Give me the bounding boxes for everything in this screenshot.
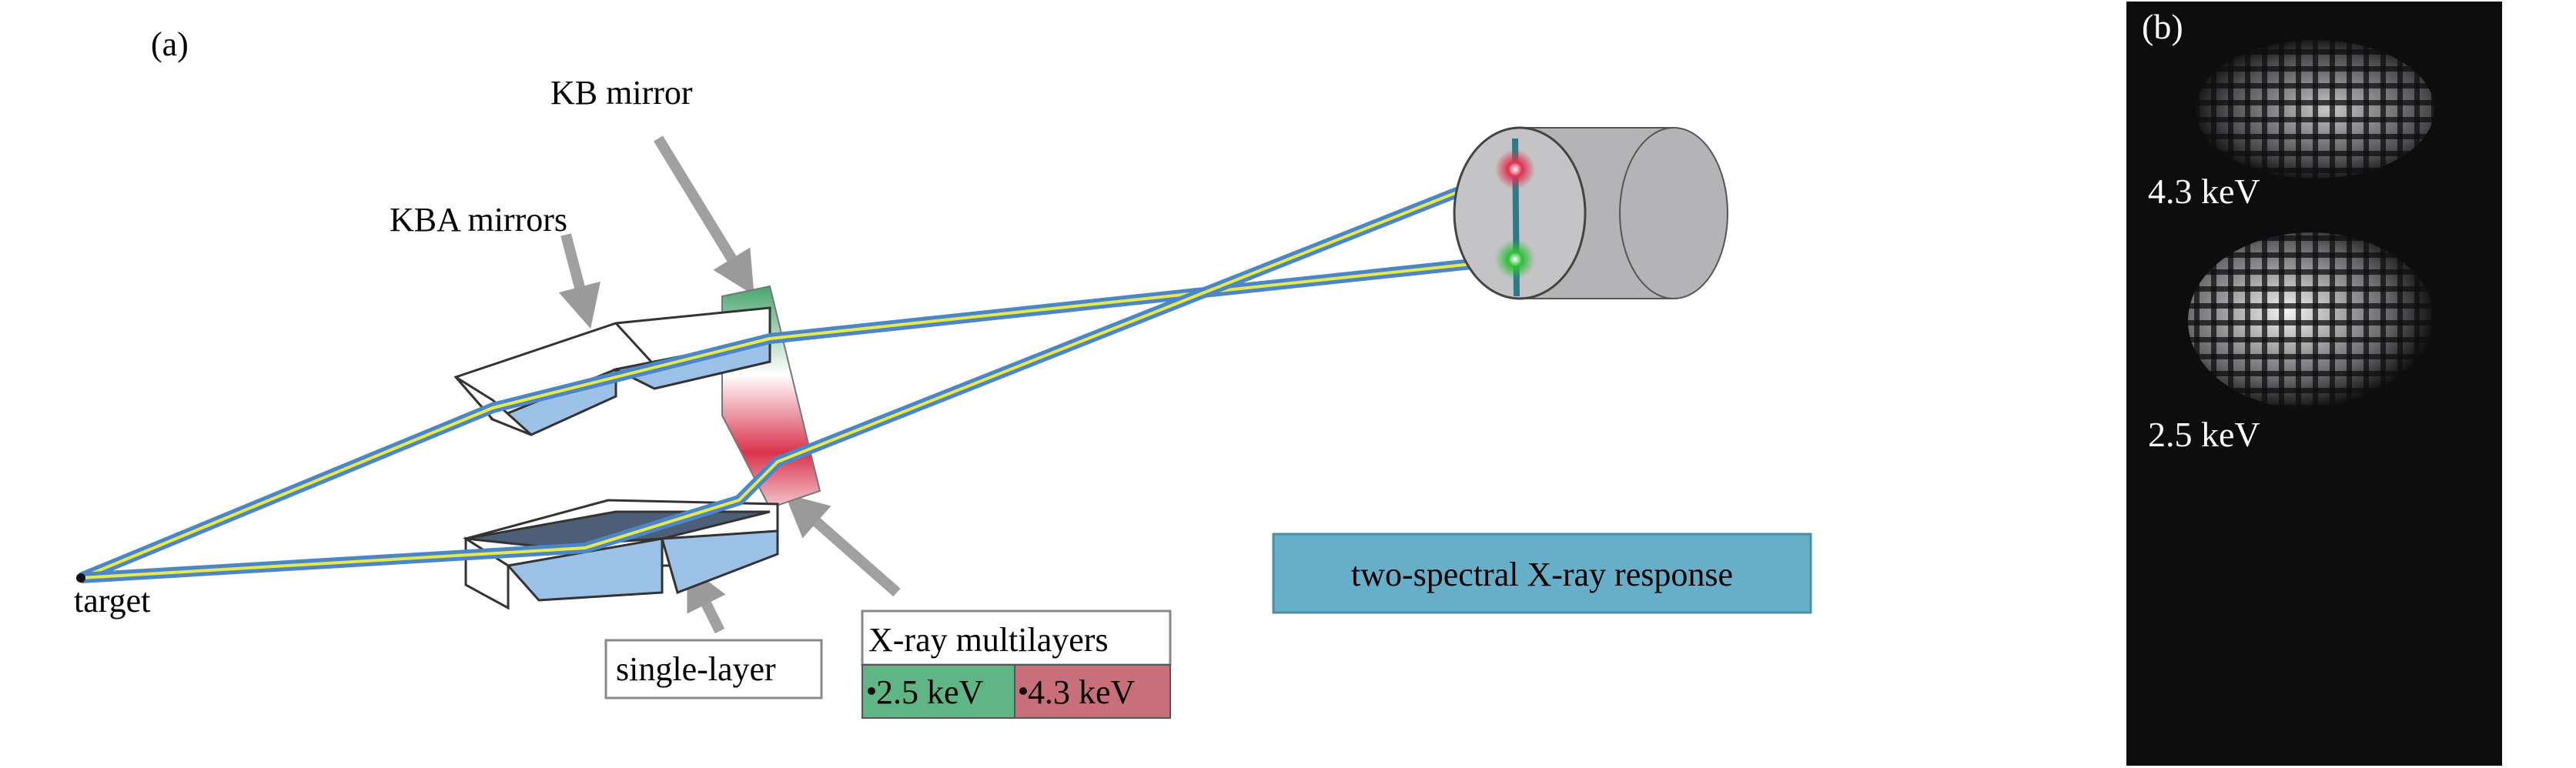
detector-cylinder (1453, 126, 1728, 300)
bullet-icon (1019, 687, 1027, 695)
response-box (1272, 533, 1812, 614)
red-focal-spot (1495, 149, 1535, 189)
green-focal-spot (1495, 239, 1535, 279)
xray-multilayers-label: X-ray multilayers (868, 621, 1109, 659)
xray-beams (79, 164, 1517, 583)
grid-pattern (2126, 2, 2502, 766)
kba-mirrors-label: KBA mirrors (390, 201, 567, 239)
energy-low-label: 2.5 keV (876, 673, 984, 711)
bullet-icon (868, 687, 875, 695)
target-point (76, 573, 85, 583)
energy-low-box (861, 664, 1015, 719)
pointer-arrows (558, 135, 901, 634)
target-label: target (74, 582, 150, 619)
panel-b-label: (b) (2142, 7, 2183, 46)
panel-b-image: (b) 4.3 keV 2.5 keV (2126, 2, 2502, 766)
kb-mirror-label: KB mirror (550, 74, 693, 112)
energy-high-label: 4.3 keV (1028, 673, 1136, 711)
response-label: two-spectral X-ray response (1351, 556, 1733, 593)
bottom-energy-label: 2.5 keV (2148, 415, 2260, 454)
panel-a-label: (a) (151, 25, 189, 63)
single-layer-label: single-layer (616, 650, 776, 688)
single-layer-box (604, 639, 823, 700)
top-energy-label: 4.3 keV (2148, 172, 2260, 211)
energy-high-box (1014, 664, 1171, 719)
